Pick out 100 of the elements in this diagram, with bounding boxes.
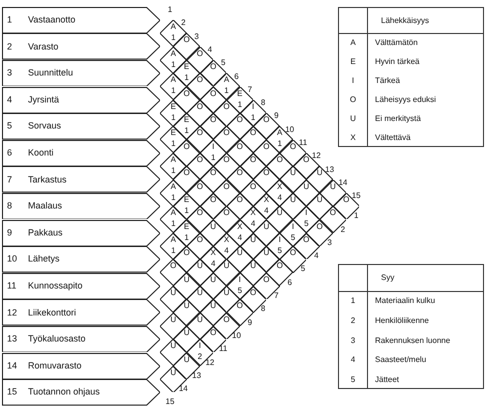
- closeness-code: O: [236, 116, 243, 124]
- department-number: 12: [7, 308, 18, 318]
- department-number: 1: [7, 15, 12, 24]
- relationship-diamond: [160, 46, 187, 74]
- department-index: 8: [260, 99, 266, 108]
- department-box: [2, 326, 160, 352]
- department-index: 14: [338, 178, 348, 187]
- department-index: 9: [274, 112, 279, 120]
- department-box: [2, 6, 160, 34]
- department-number: 9: [7, 228, 12, 238]
- table-header: Syy: [381, 274, 394, 282]
- department-box: [2, 272, 160, 300]
- closeness-code: U: [210, 276, 216, 284]
- closeness-code: O: [343, 196, 350, 204]
- closeness-code: A: [170, 23, 176, 31]
- closeness-code: I: [212, 142, 214, 151]
- closeness-code: O: [183, 36, 190, 44]
- closeness-code: X: [237, 222, 242, 230]
- department-index: 7: [248, 86, 252, 94]
- closeness-code: U: [264, 222, 270, 230]
- department-number: 11: [7, 281, 16, 290]
- closeness-code: O: [196, 182, 203, 191]
- code-description: Välttämätön: [375, 38, 418, 47]
- department-box: [2, 299, 160, 326]
- department-index: 12: [205, 358, 214, 366]
- closeness-code: E: [184, 116, 190, 124]
- closeness-code: E: [170, 129, 176, 138]
- department-number: 3: [7, 68, 12, 78]
- closeness-code: O: [250, 182, 256, 191]
- department-name: Pakkaus: [28, 228, 63, 238]
- reason-code: 1: [171, 246, 176, 255]
- department-index: 7: [274, 292, 279, 300]
- closeness-code: O: [236, 196, 243, 204]
- department-name: Suunnittelu: [28, 68, 74, 78]
- department-index: 8: [260, 305, 266, 314]
- reason-code: 1: [171, 60, 176, 69]
- closeness-code: E: [237, 90, 242, 98]
- closeness-code: X: [210, 249, 216, 258]
- department-box: [2, 246, 160, 273]
- reason-code: 5: [304, 220, 309, 228]
- reason-code: 1: [184, 74, 189, 82]
- relationship-diamond: [200, 326, 226, 352]
- department-index: 6: [234, 72, 239, 80]
- department-number: 8: [7, 202, 12, 211]
- code-symbol: 4: [350, 356, 356, 364]
- department-index: 2: [181, 19, 186, 28]
- code-description: Saasteet/melu: [375, 356, 426, 364]
- department-index: 1: [354, 212, 358, 220]
- code-description: Materiaalin kulku: [375, 296, 436, 305]
- reason-code: 1: [210, 154, 216, 162]
- code-symbol: 5: [350, 376, 356, 384]
- closeness-code: U: [330, 182, 336, 191]
- closeness-code: U: [290, 196, 296, 204]
- code-symbol: A: [350, 38, 356, 47]
- department-box: [2, 113, 160, 140]
- department-index: 11: [219, 345, 228, 354]
- code-description: Hyvin tärkeä: [375, 58, 420, 66]
- closeness-code: U: [250, 262, 256, 270]
- closeness-code: U: [224, 262, 230, 270]
- closeness-code: U: [184, 276, 190, 284]
- department-box: [2, 192, 160, 220]
- department-number: 4: [7, 95, 12, 104]
- closeness-code: O: [183, 169, 190, 178]
- closeness-code: O: [183, 142, 190, 151]
- department-box: [2, 220, 160, 246]
- reason-code: 4: [277, 194, 282, 202]
- reason-code: 1: [238, 100, 242, 108]
- department-index: 2: [340, 226, 346, 234]
- department-index: 14: [178, 385, 188, 394]
- reason-code: 1: [184, 234, 189, 242]
- closeness-code: X: [264, 196, 270, 204]
- code-description: Vältettävä: [375, 134, 411, 142]
- reason-code: 1: [277, 140, 282, 148]
- reason-code: 4: [224, 246, 229, 255]
- closeness-code: U: [316, 196, 322, 204]
- closeness-code: E: [170, 102, 176, 111]
- closeness-code: O: [183, 90, 190, 98]
- department-name: Sorvaus: [28, 122, 62, 131]
- department-number: 7: [7, 175, 12, 184]
- closeness-code: A: [170, 236, 176, 244]
- relationship-diamond: [160, 259, 187, 286]
- closeness-code: A: [170, 76, 176, 84]
- closeness-code: O: [303, 236, 310, 244]
- closeness-code: U: [197, 316, 203, 324]
- code-description: Jätteet: [375, 376, 400, 384]
- reason-code: 1: [184, 127, 189, 136]
- reason-code: 1: [171, 34, 176, 42]
- code-description: Rakennuksen luonne: [375, 336, 450, 344]
- closeness-code: O: [236, 142, 243, 151]
- department-box: [2, 352, 160, 380]
- reason-code: 4: [210, 260, 216, 268]
- closeness-code: O: [263, 116, 270, 124]
- closeness-code: I: [198, 342, 201, 350]
- closeness-code: E: [184, 196, 190, 204]
- closeness-code: O: [183, 249, 190, 258]
- closeness-code: A: [170, 209, 176, 218]
- closeness-code: O: [263, 169, 270, 178]
- closeness-code: U: [170, 289, 176, 297]
- department-index: 13: [192, 372, 202, 380]
- reason-code: 1: [171, 87, 176, 96]
